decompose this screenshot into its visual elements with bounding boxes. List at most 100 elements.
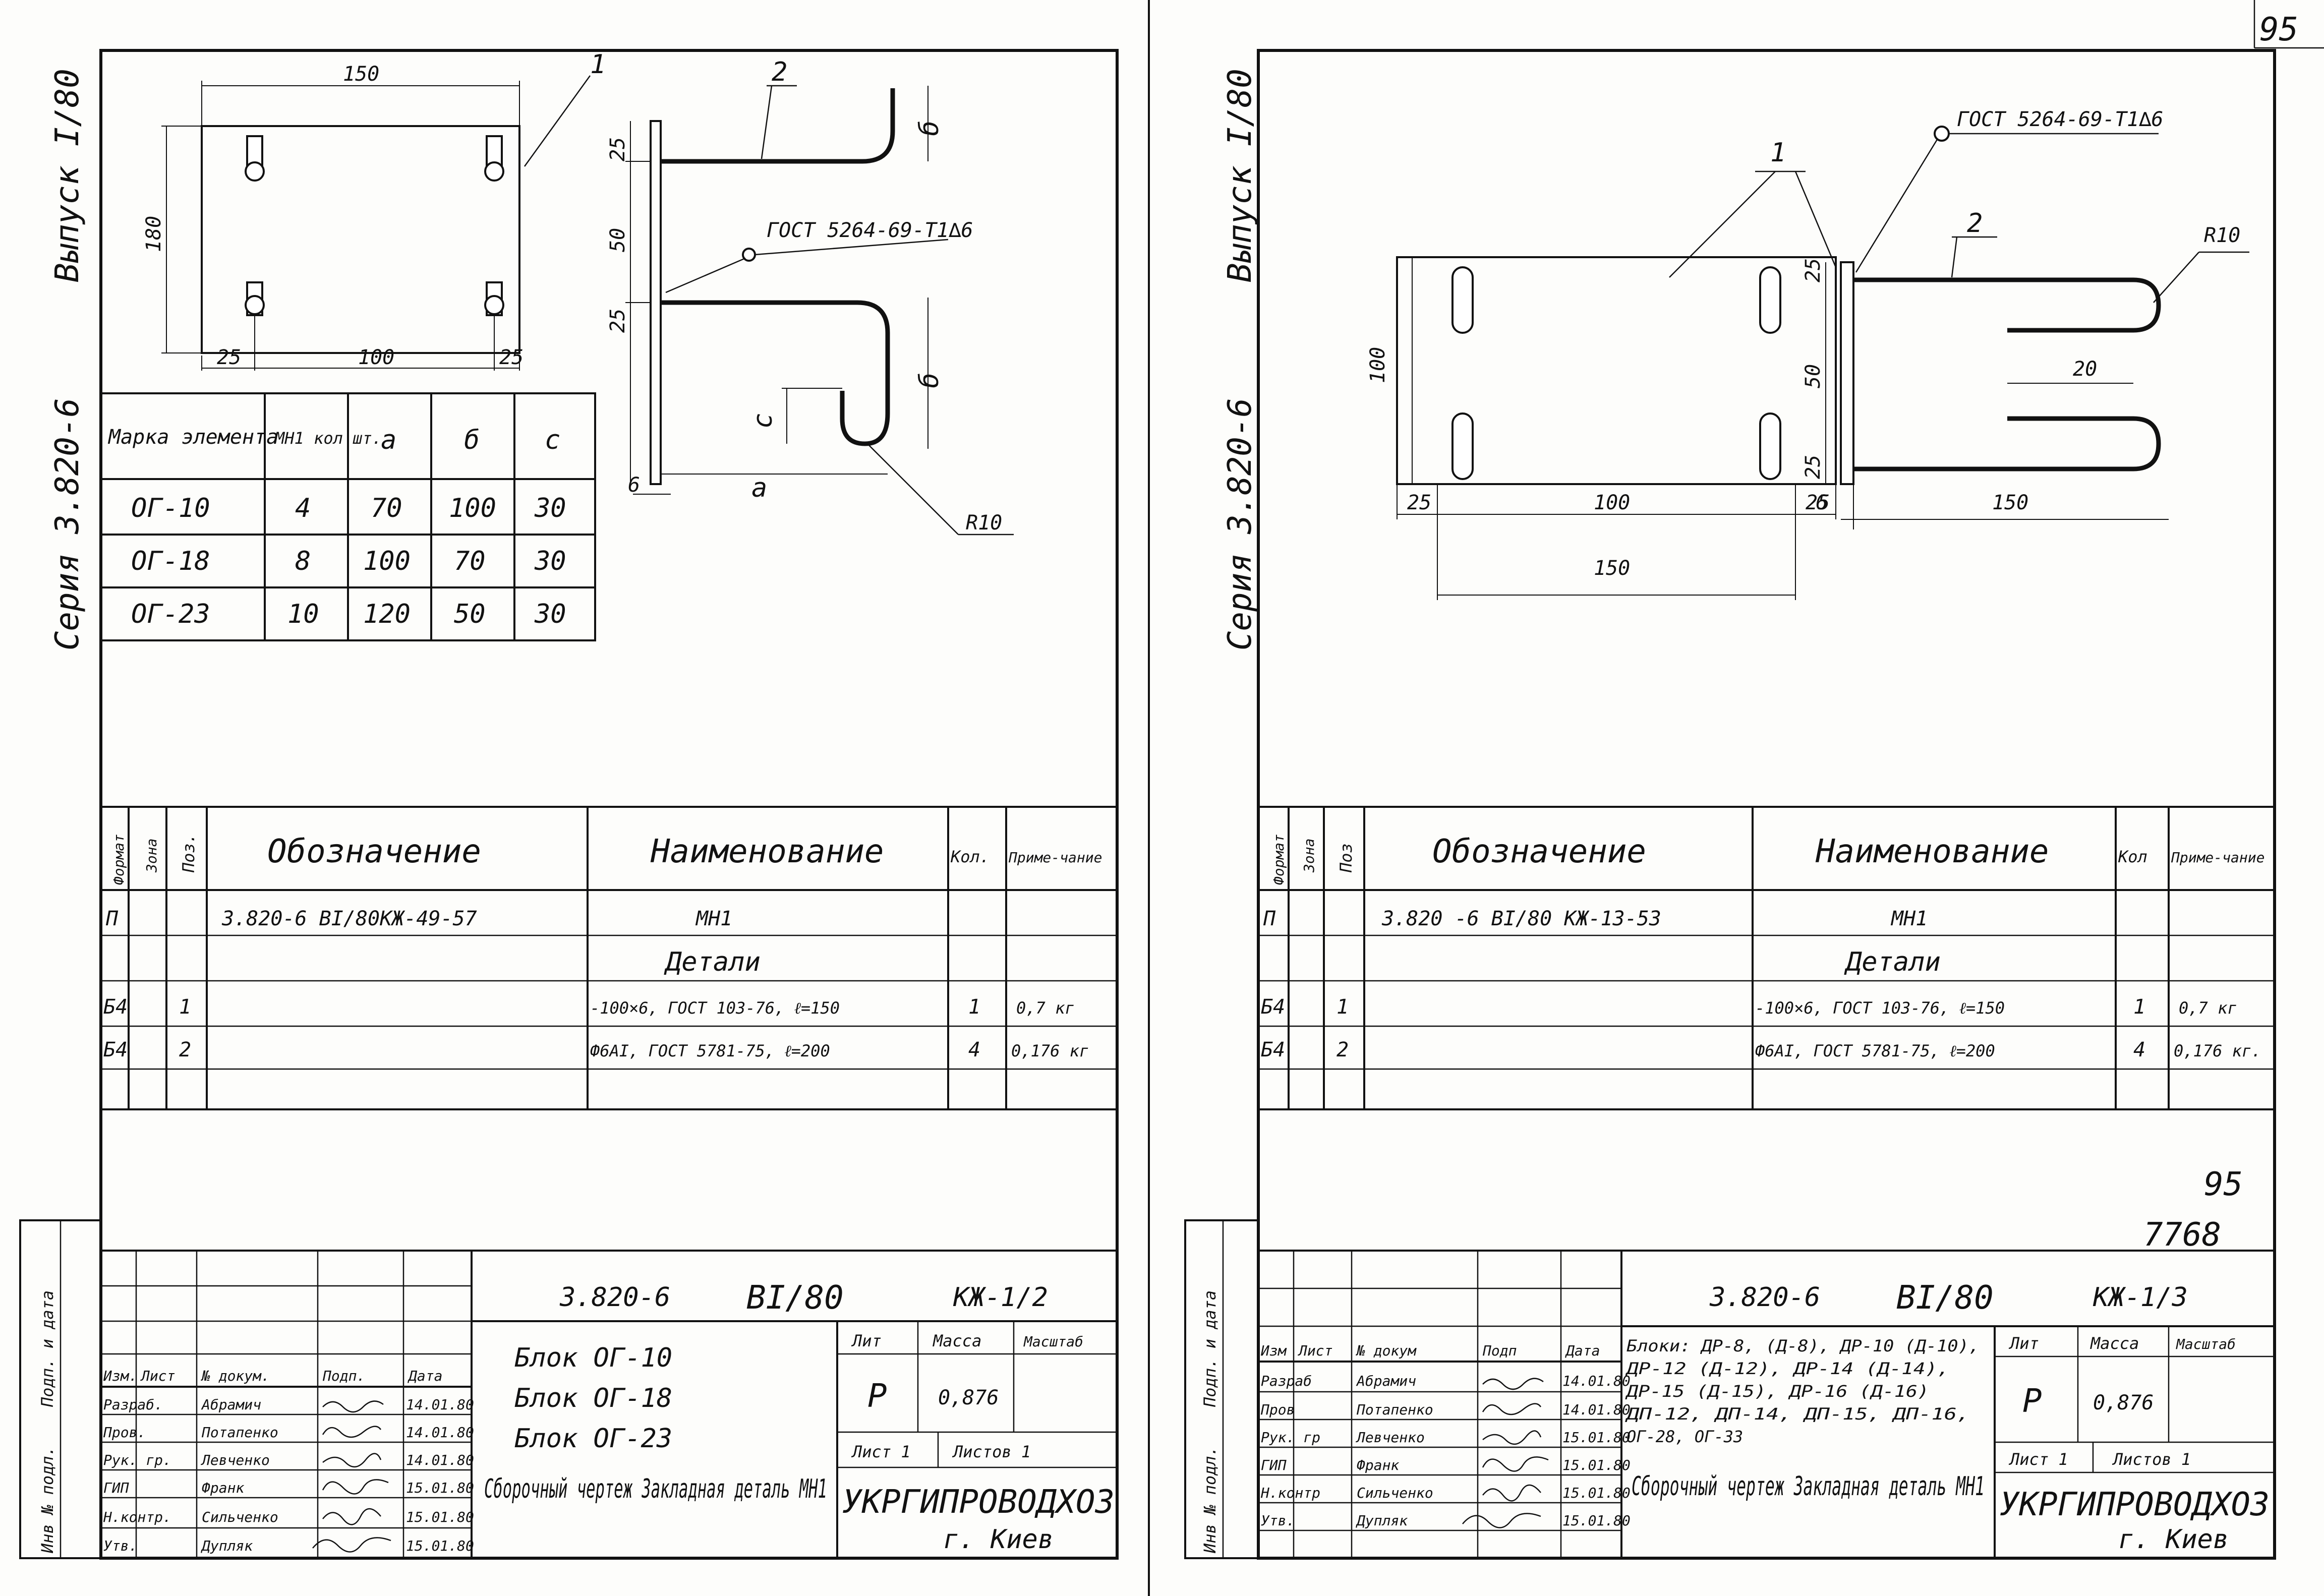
right-tb-sheet-code: КЖ-1/3	[2093, 1282, 2188, 1313]
left-tb-name: Франк	[202, 1480, 244, 1496]
right-tb-block: ОГ-28, ОГ-33	[1626, 1427, 1743, 1446]
right-tb-lit-header: Лит	[2008, 1334, 2039, 1353]
left-tb-doc-title: Сборочный чертеж Закладная деталь МН1	[484, 1474, 827, 1504]
right-tb-sign-header: Дата	[1565, 1342, 1600, 1359]
left-title-block: Инв № подл. Подп. и дата 3.820-6 ВI/80 К…	[19, 1219, 1118, 1559]
spec-header-pos: Поз.	[179, 834, 198, 873]
right-tb-date: 15.01.80	[1562, 1429, 1631, 1446]
signature	[322, 1479, 389, 1495]
table-row-cell: Б4	[103, 995, 128, 1019]
left-rod-dim-thickness: 6	[628, 474, 640, 497]
left-tb-sign-header: № докум.	[201, 1368, 270, 1384]
left-callout-1-leader	[524, 75, 591, 167]
marks-header-c: с	[545, 425, 560, 455]
table-row-cell: ОГ-18	[131, 546, 210, 576]
left-tb-sign-header: Лист	[140, 1368, 175, 1384]
table-row-cell: П	[1263, 907, 1276, 930]
hole	[484, 295, 504, 315]
left-tb-sheet: Лист 1	[851, 1442, 911, 1461]
table-row-cell: 1	[968, 995, 980, 1019]
table-row-cell: Ф6АI, ГОСТ 5781-75, ℓ=200	[590, 1041, 830, 1060]
right-plate-edge	[1840, 261, 1854, 485]
right-side-label-vypusk: Выпуск I/80	[1222, 69, 1259, 282]
table-row-cell: 100	[449, 493, 496, 523]
signature	[312, 1537, 391, 1553]
right-tb-mass-header: Масса	[2090, 1334, 2139, 1353]
table-row-cell: 2	[179, 1038, 191, 1061]
right-tb-name: Дупляк	[1356, 1512, 1408, 1529]
right-tb-name: Потапенко	[1356, 1401, 1433, 1418]
table-row-cell: 70	[454, 546, 486, 576]
right-tb-sheets: Листов 1	[2112, 1450, 2191, 1469]
left-tb-scale-header: Масштаб	[1023, 1333, 1083, 1350]
signature	[1482, 1484, 1541, 1502]
table-row-cell: 0,176 кг.	[2174, 1041, 2261, 1060]
left-rod-dim-b-upper: б	[914, 121, 945, 136]
hole	[1759, 266, 1781, 334]
left-tb-sheets: Листов 1	[952, 1442, 1031, 1461]
archive-number: 7768	[2143, 1216, 2221, 1254]
right-tb-block: ДР-12 (Д-12), ДР-14 (Д-14),	[1624, 1359, 1949, 1378]
marks-header-b: б	[464, 425, 480, 455]
right-plate-holes	[1451, 266, 1781, 480]
table-row-cell: 50	[454, 599, 486, 629]
left-rod-view: 2 ГОСТ 5264-69-Т1∆6 25 50 25 6 б б с а	[606, 57, 1014, 536]
table-row-cell: 30	[534, 599, 566, 629]
signature	[322, 1426, 382, 1438]
hole	[1759, 412, 1781, 480]
right-tb-name: Левченко	[1356, 1429, 1425, 1446]
table-row-cell: 70	[371, 493, 402, 523]
table-row-cell: Ф6АI, ГОСТ 5781-75, ℓ=200	[1755, 1041, 1995, 1060]
table-row-cell: П	[105, 907, 119, 930]
right-tb-block: ДП-12, ДП-14, ДП-15, ДП-16,	[1624, 1404, 1969, 1424]
right-side-label-seriya: Серия 3.820-6	[1222, 398, 1259, 651]
spec-header-zone: Зона	[1301, 839, 1317, 873]
left-dim-width: 150	[343, 63, 379, 86]
left-stamp-sign-date: Подп. и дата	[38, 1290, 57, 1407]
right-tb-city: г. Киев	[2118, 1524, 2229, 1555]
right-weld-marker	[1934, 126, 1950, 142]
marks-header-a: а	[381, 425, 396, 455]
right-tb-role: Пров	[1260, 1401, 1295, 1418]
left-tb-name: Сильченко	[202, 1509, 278, 1525]
right-rod-dim-mid: 50	[1802, 364, 1825, 388]
left-tb-role: Рук. гр.	[103, 1452, 171, 1468]
spec-header-zone: Зона	[143, 839, 160, 873]
handwritten-number: 95	[2204, 1166, 2243, 1203]
left-tb-block: Блок ОГ-18	[514, 1383, 672, 1413]
table-row-cell: 2	[1337, 1038, 1349, 1061]
right-tb-block: ДР-15 (Д-15), ДР-16 (Д-16)	[1624, 1382, 1929, 1401]
left-spec-table: Формат Зона Поз. Обозначение Наименовани…	[100, 806, 1118, 1110]
right-rod-upper	[1853, 277, 2161, 333]
spec-header-format: Формат	[1270, 834, 1287, 885]
right-tb-role: Разраб	[1261, 1373, 1312, 1389]
left-rod-dim-top: 25	[606, 137, 629, 161]
right-rod-view: ГОСТ 5264-69-Т1∆6 2 R10 20 25 50 25 6 15…	[1802, 108, 2249, 529]
signature	[1462, 1513, 1541, 1528]
left-tb-sign-header: Изм.	[103, 1368, 137, 1384]
right-rod-dim-length: 150	[1992, 491, 2028, 514]
spec-header-qty: Кол.	[950, 847, 990, 866]
left-tb-date: 14.01.80	[406, 1424, 474, 1441]
table-row-cell: 3.820-6 ВI/80КЖ-49-57	[221, 907, 477, 930]
left-rod-dim-a: а	[751, 473, 767, 503]
table-row-cell: Детали	[1844, 947, 1941, 977]
left-tb-name: Абрамич	[201, 1396, 261, 1413]
right-tb-lit: Р	[2022, 1383, 2042, 1420]
left-tb-date: 15.01.80	[406, 1538, 474, 1554]
right-spec-table: Формат Зона Поз Обозначение Наименование…	[1257, 806, 2276, 1110]
right-tb-role: Н.контр	[1260, 1485, 1320, 1501]
table-row-cell: МН1	[1890, 907, 1928, 930]
right-sheet: Выпуск I/80 Серия 3.820-6 100 25 100 25	[1184, 49, 2276, 1560]
marks-header-qty: МН1 кол шт.	[274, 429, 382, 448]
right-rod-dim-loop: 20	[2073, 358, 2097, 381]
table-row-cell: 0,7 кг	[2179, 998, 2237, 1018]
left-tb-role: Утв.	[103, 1538, 137, 1554]
table-row-cell: 8	[295, 546, 311, 576]
right-title-block: Инв № подл. Подп. и дата 3.820-6 ВI/80 К…	[1184, 1219, 2276, 1559]
left-rod-radius: R10	[966, 511, 1002, 535]
right-tb-role: Рук. гр	[1261, 1429, 1320, 1446]
right-rod-lower	[1853, 416, 2161, 471]
right-tb-role: Утв.	[1261, 1512, 1295, 1529]
